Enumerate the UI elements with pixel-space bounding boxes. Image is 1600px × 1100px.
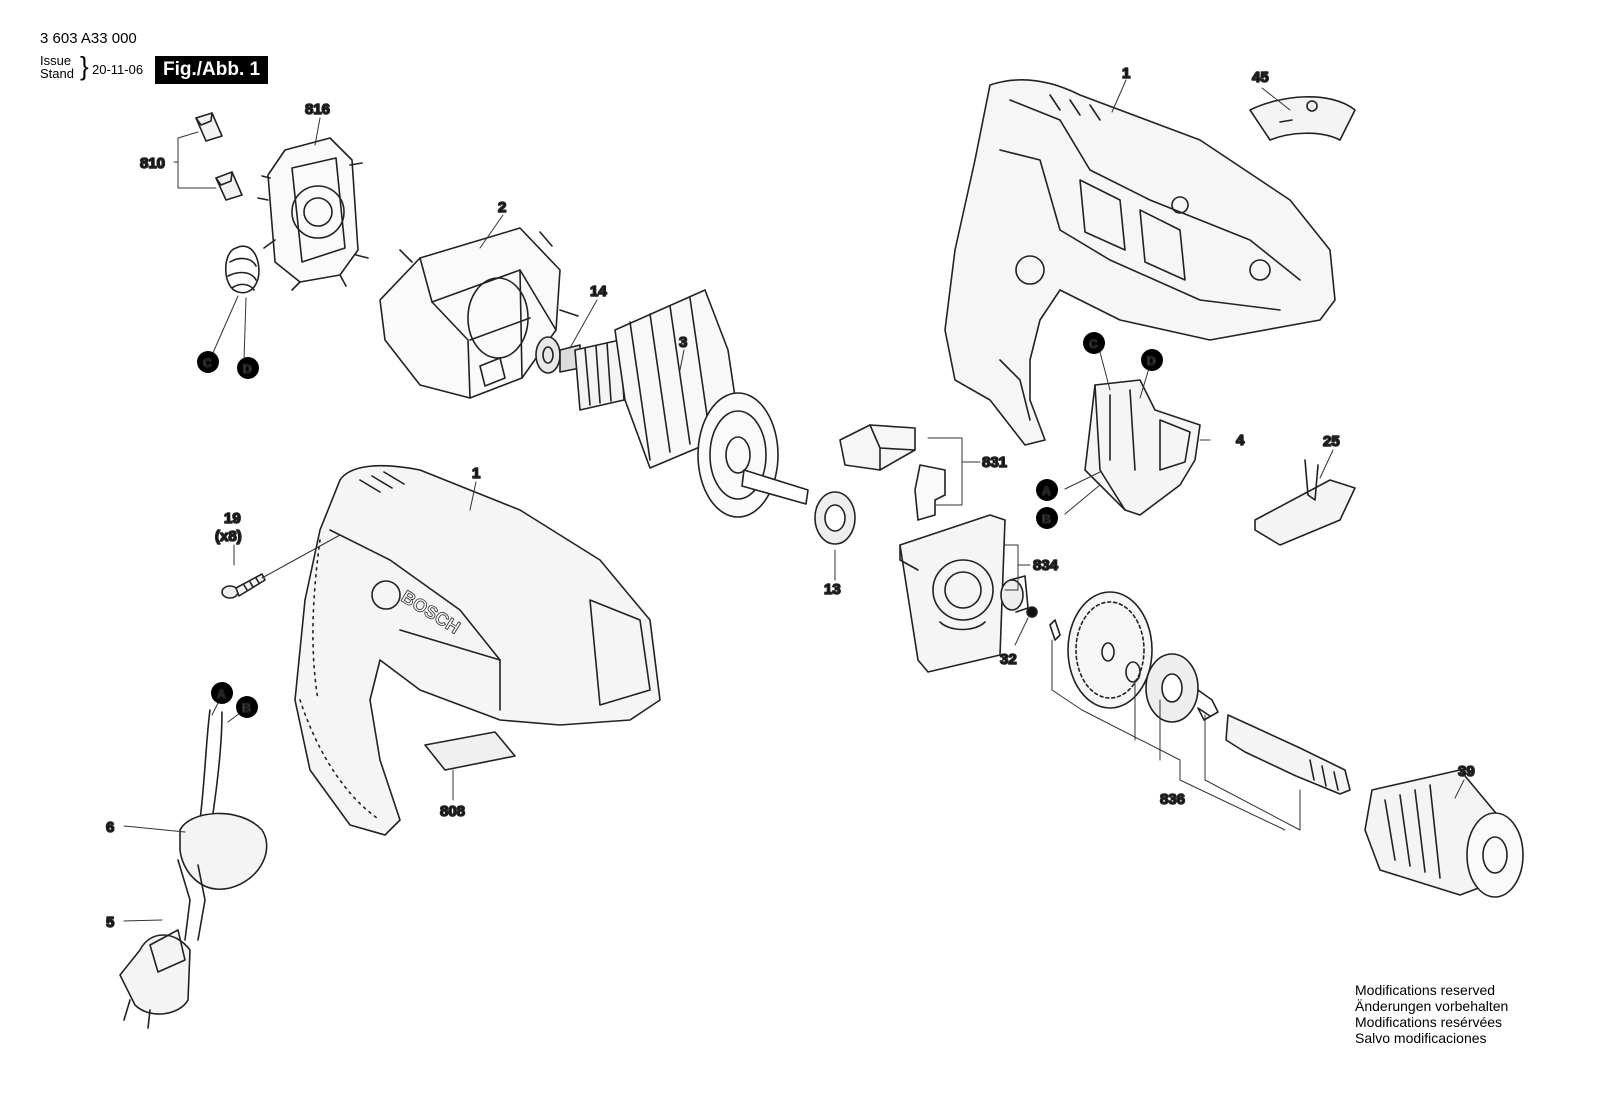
issue-stand-label: Issue Stand: [40, 54, 74, 80]
label-808: 808: [440, 803, 465, 820]
connection-markers: C D C D A B A B: [197, 332, 1163, 718]
part-screw: [221, 573, 266, 599]
label-32: 32: [1000, 651, 1017, 668]
part-bearing-14: [535, 336, 561, 374]
label-14: 14: [590, 283, 607, 300]
part-labels: 816 810 2 14 3 1 45 1 831 4 25 19 (x8) 1…: [105, 64, 1475, 932]
part-armature: [559, 289, 809, 518]
part-switch-lever: [839, 424, 946, 521]
issue-label: Issue: [40, 53, 72, 68]
part-brush-holder: [225, 137, 369, 294]
part-housing-rear: [944, 79, 1336, 446]
label-2: 2: [498, 199, 506, 216]
label-810: 810: [140, 155, 165, 172]
svg-text:A: A: [217, 687, 226, 701]
part-mains-plug: [119, 929, 191, 1029]
label-25: 25: [1323, 433, 1340, 450]
svg-text:A: A: [1042, 484, 1051, 498]
part-cord-guard: [177, 709, 268, 941]
marker-a-switch: A: [1036, 479, 1058, 501]
marker-d-switch: D: [1141, 349, 1163, 371]
label-831: 831: [982, 454, 1007, 471]
part-bearing-13: [814, 491, 856, 545]
marker-a-cord: A: [211, 682, 233, 704]
part-label-plate: [1249, 96, 1356, 141]
part-gear-housing: [899, 514, 1038, 673]
stand-label: Stand: [40, 66, 74, 81]
svg-text:D: D: [1147, 354, 1156, 368]
figure-label: Fig./Abb. 1: [155, 56, 269, 84]
part-switch: [1084, 379, 1201, 516]
part-housing-front: [294, 464, 661, 836]
label-1-rear: 1: [1122, 65, 1130, 82]
leader-lines: [123, 79, 1465, 922]
part-gear-assembly: [1049, 591, 1351, 795]
svg-text:B: B: [1042, 512, 1051, 526]
part-carbon-brushes: [195, 112, 243, 201]
modifications-line-de: Änderungen vorbehalten: [1355, 998, 1509, 1014]
marker-d-brush: D: [237, 357, 259, 379]
issue-date: 20-11-06: [92, 62, 144, 77]
svg-text:D: D: [243, 362, 252, 376]
document-number: 3 603 A33 000: [40, 30, 137, 47]
label-1-front: 1: [472, 465, 480, 482]
label-834: 834: [1033, 557, 1059, 574]
marker-b-cord: B: [236, 696, 258, 718]
label-3: 3: [679, 334, 687, 351]
label-816: 816: [305, 101, 330, 118]
brace-glyph: }: [80, 51, 89, 81]
marker-c-brush: C: [197, 351, 219, 373]
modifications-line-en: Modifications reserved: [1355, 982, 1496, 998]
label-45: 45: [1252, 69, 1269, 86]
label-4: 4: [1236, 432, 1245, 449]
part-type-label: [424, 731, 516, 771]
label-19-qty: (x8): [215, 528, 242, 545]
modifications-notice: Modifications reserved Änderungen vorbeh…: [1355, 982, 1508, 1046]
modifications-line-fr: Modifications resérvées: [1355, 1014, 1503, 1030]
label-836: 836: [1160, 791, 1185, 808]
svg-text:B: B: [242, 701, 251, 715]
modifications-line-es: Salvo modificaciones: [1355, 1030, 1487, 1046]
svg-text:C: C: [1089, 337, 1098, 351]
svg-text:C: C: [203, 356, 212, 370]
label-19: 19: [224, 510, 241, 527]
part-chuck: [1364, 769, 1524, 898]
label-39: 39: [1458, 763, 1475, 780]
part-cord-clip: [1254, 459, 1356, 546]
marker-c-switch: C: [1083, 332, 1105, 354]
marker-b-switch: B: [1036, 507, 1058, 529]
label-5: 5: [106, 914, 114, 931]
label-13: 13: [824, 581, 841, 598]
label-6: 6: [106, 819, 114, 836]
